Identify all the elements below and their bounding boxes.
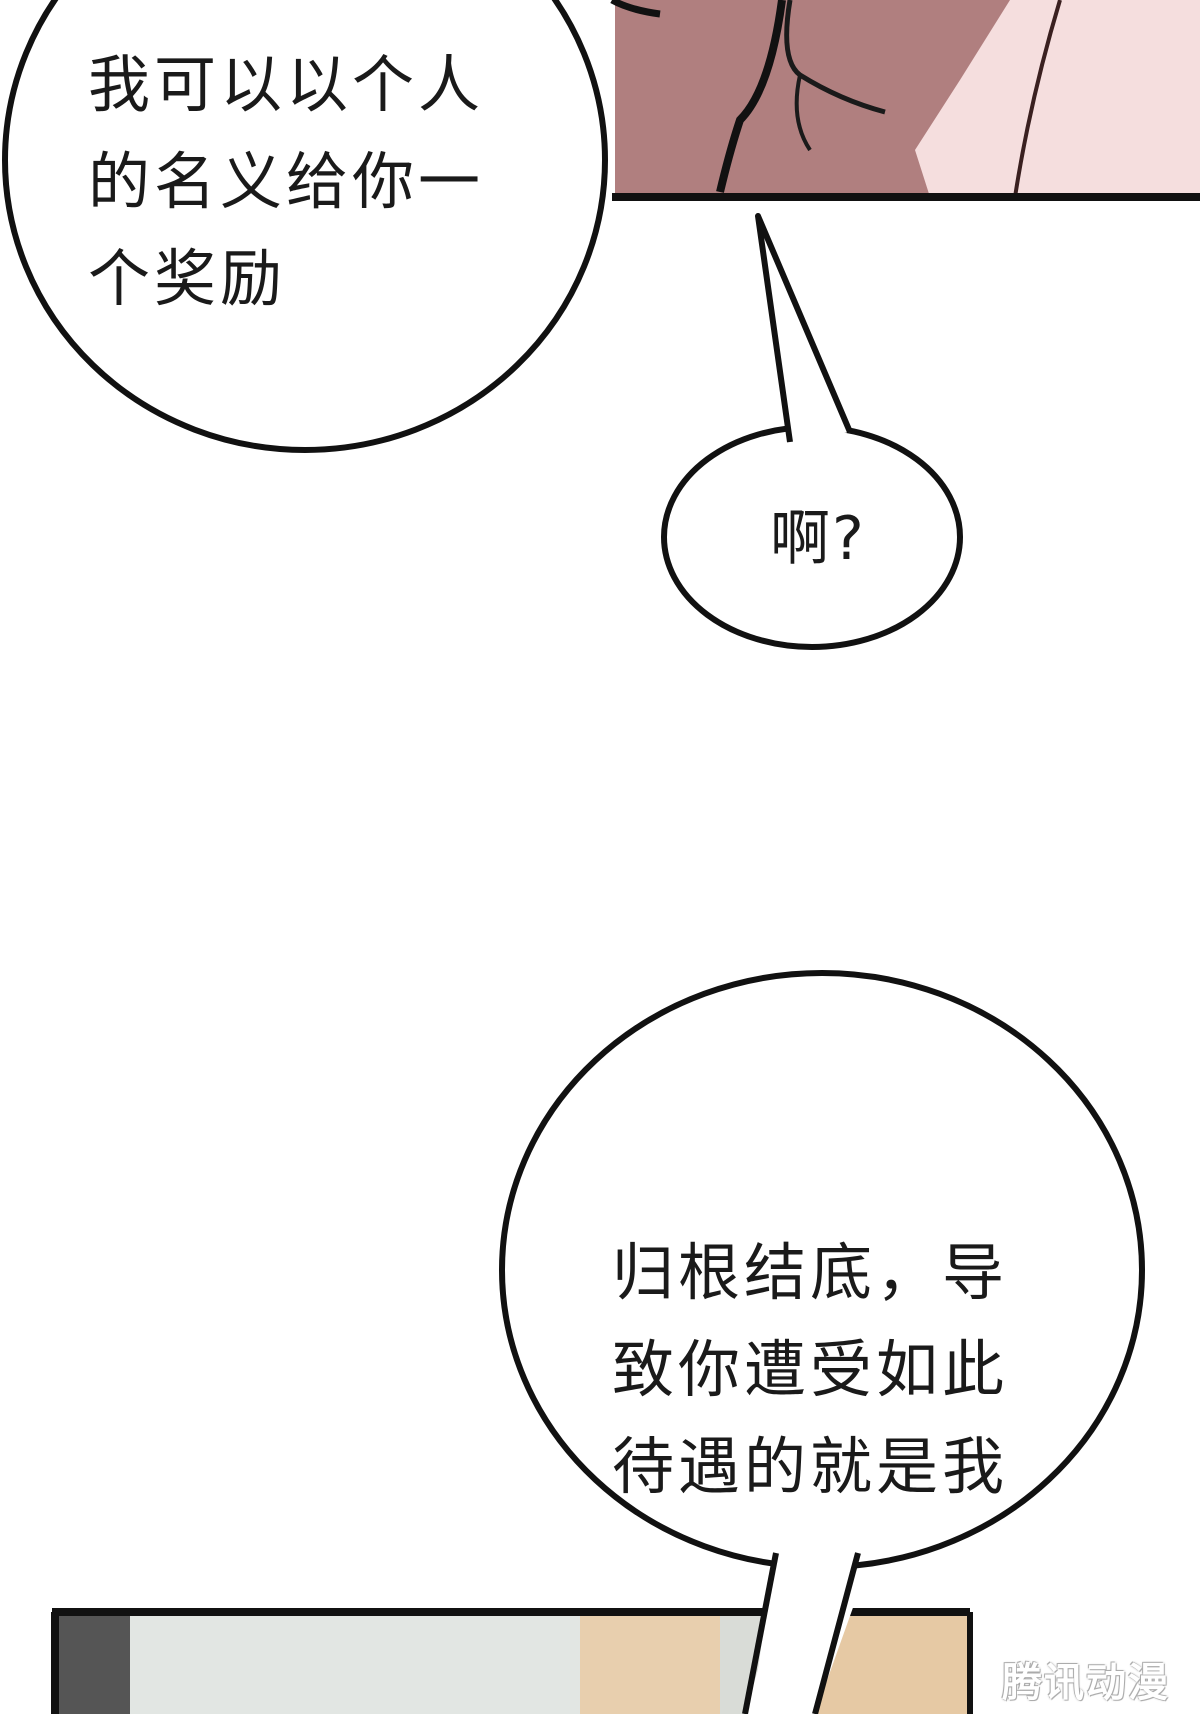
top-panel-hair-line [610, 0, 661, 18]
speech-bubble-3-line: 归根结底，导 [612, 1236, 1009, 1309]
speech-bubble-3-tail-right [812, 1552, 861, 1714]
speech-bubble-1-line: 个奖励 [88, 242, 287, 315]
speech-bubble-3-tail-left [742, 1552, 779, 1714]
speech-bubble-2 [661, 213, 963, 650]
top-panel-outline [716, 0, 786, 193]
speech-bubble-3-line: 待遇的就是我 [612, 1430, 1009, 1503]
bottom-panel-gap [970, 1612, 1200, 1714]
top-panel-highlight [915, 0, 1200, 197]
speech-bubble-2-text: 啊? [770, 504, 866, 574]
bottom-panel-light-wall [130, 1612, 580, 1714]
watermark-logo: 腾讯动漫 [1002, 1660, 1170, 1706]
top-panel [610, 0, 1200, 201]
speech-bubble-1 [2, 0, 608, 453]
speech-bubble-1-line: 我可以以个人 [88, 48, 485, 121]
speech-bubble-1-line: 的名义给你一 [88, 145, 485, 218]
bottom-panel-dark-edge [55, 1612, 130, 1714]
speech-bubble-3-line: 致你遭受如此 [612, 1333, 1009, 1406]
speech-bubble-3 [499, 970, 1145, 1714]
speech-bubble-1-text: 我可以以个人 的名义给你一 个奖励 [88, 36, 548, 327]
speech-bubble-3-text: 归根结底，导 致你遭受如此 待遇的就是我 [612, 1224, 1072, 1515]
top-panel-fold-line-2 [794, 74, 812, 152]
speech-bubble-3-tail-cover [752, 1545, 860, 1714]
bottom-panel-wood [580, 1612, 720, 1714]
speech-bubble-2-tail [755, 213, 853, 443]
top-panel-contour-line [1013, 0, 1062, 198]
